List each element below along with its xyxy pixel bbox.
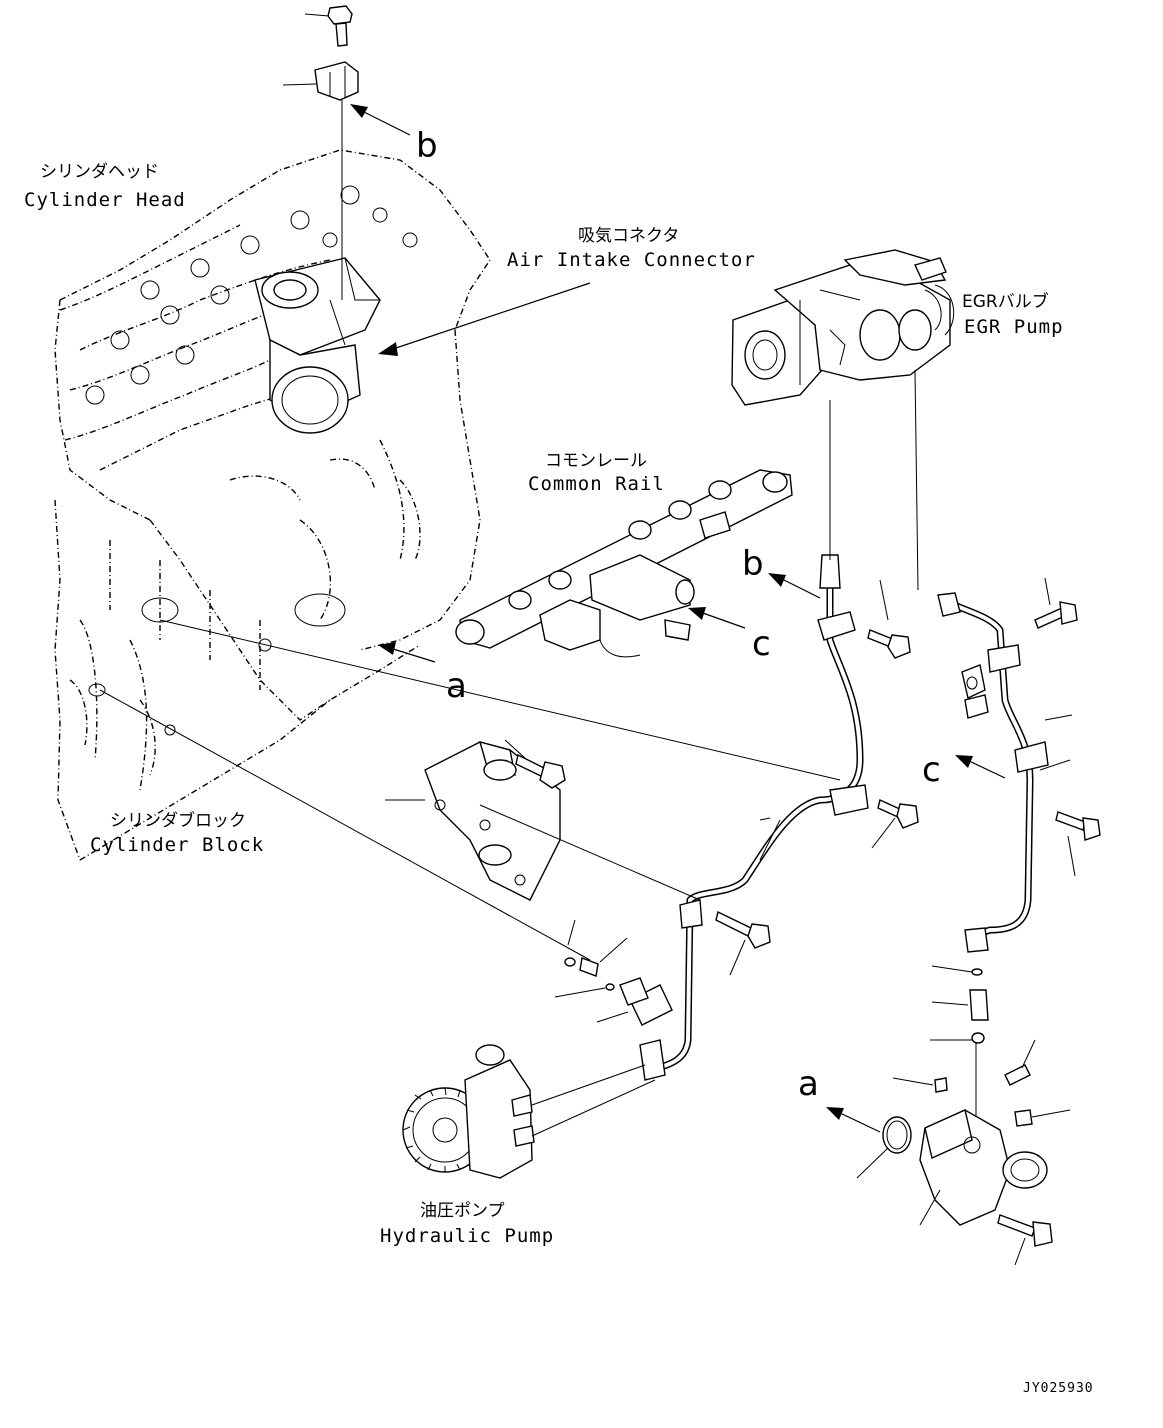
fitting-icon [892, 965, 1071, 1140]
ref-a-bottom: a [798, 1064, 819, 1104]
label-egr-en: EGR Pump [964, 316, 1064, 338]
fitting-icon [554, 919, 629, 1023]
elbow-pipe-icon [919, 1109, 1048, 1226]
top-bracket-icon [282, 61, 359, 101]
label-common-rail-en: Common Rail [528, 473, 665, 495]
clamp-bolt-icon [1055, 811, 1101, 877]
clamp-icon [961, 664, 989, 719]
label-air-intake-en: Air Intake Connector [507, 249, 756, 271]
label-cylinder-block-en: Cylinder Block [90, 834, 264, 856]
label-cylinder-block-jp: シリンダブロック [110, 810, 246, 831]
leader-lines [99, 369, 1073, 961]
pipe-right [937, 592, 1049, 953]
arrow-a-bottom [826, 1107, 881, 1133]
arrow-b-top [350, 104, 411, 136]
clamp-bolt-icon [715, 910, 771, 976]
arrow-b-rail [768, 573, 821, 599]
bracket-icon [385, 741, 561, 901]
hydraulic-pump-icon [402, 1044, 656, 1179]
label-egr-jp: EGRバルブ [962, 291, 1049, 312]
common-rail-icon [455, 469, 793, 658]
arrow-air-intake [378, 282, 591, 356]
elbow-bolt-icon [997, 1214, 1053, 1266]
ref-a-block: a [446, 666, 467, 706]
arrow-a-block [378, 642, 436, 663]
bracket-bolt-icon [504, 739, 566, 789]
label-common-rail-jp: コモンレール [545, 451, 647, 471]
pipe-left [619, 554, 869, 1081]
ref-b-rail: b [742, 544, 764, 584]
label-hydraulic-pump-en: Hydraulic Pump [380, 1225, 554, 1247]
label-cylinder-head-en: Cylinder Head [24, 189, 186, 211]
label-cylinder-head-jp: シリンダヘッド [40, 162, 159, 182]
ref-c-right: c [922, 750, 941, 790]
clamp-bolt-icon [871, 799, 919, 849]
o-ring-icon [856, 1116, 912, 1179]
ref-b-top: b [416, 126, 438, 166]
label-air-intake-jp: 吸気コネクタ [578, 226, 679, 246]
clamp-bolt-icon [1034, 577, 1078, 629]
ref-c-rail: c [752, 624, 771, 664]
top-bolt-icon [304, 5, 353, 47]
drawing-code: JY025930 [1023, 1381, 1094, 1396]
egr-valve-icon [731, 249, 955, 406]
clamp-bolt-icon [867, 579, 911, 659]
engine-block [54, 149, 491, 861]
arrow-c-right [955, 755, 1006, 779]
label-hydraulic-pump-jp: 油圧ポンプ [420, 1201, 505, 1221]
arrow-c-rail [688, 607, 746, 629]
